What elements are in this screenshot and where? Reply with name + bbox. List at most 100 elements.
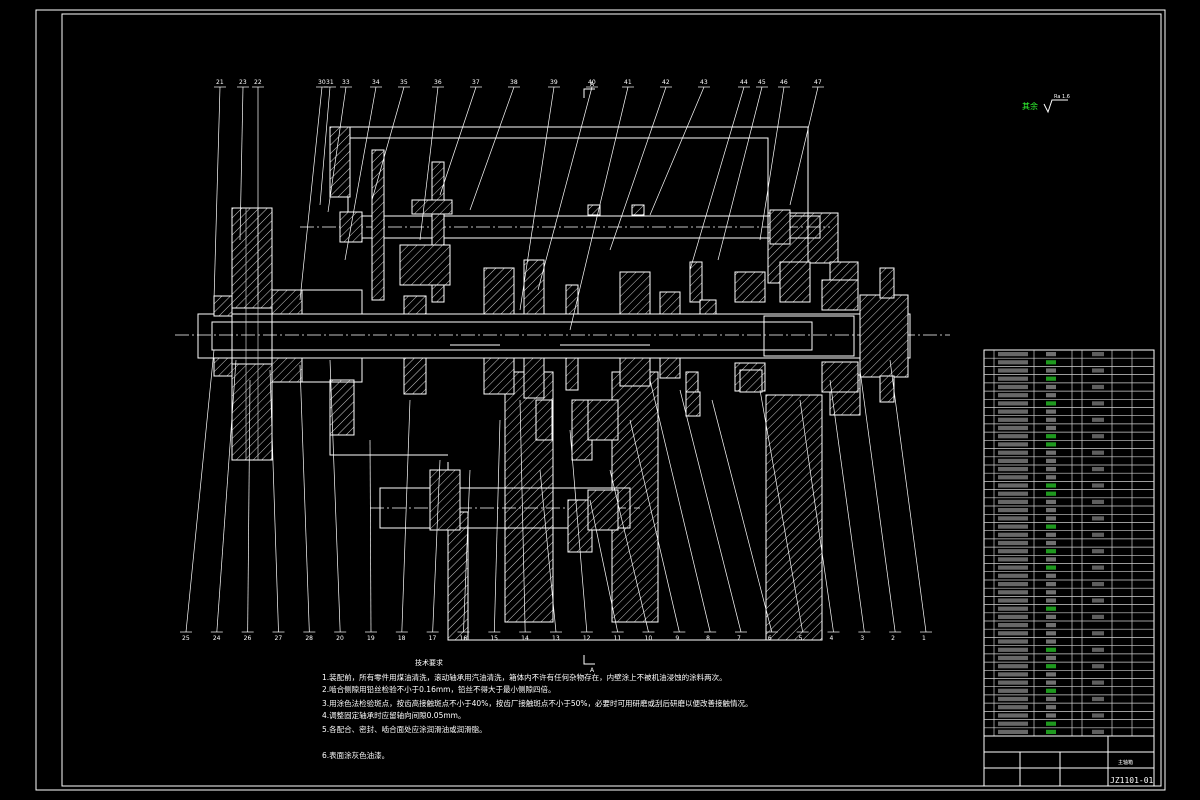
parts-list-cell-mark xyxy=(998,623,1028,628)
section-marks: A A xyxy=(583,81,595,674)
balloon-leader xyxy=(799,399,834,633)
parts-list-cell-mark xyxy=(1092,614,1104,619)
upper-shaft xyxy=(300,149,830,303)
parts-list-cell-mark xyxy=(998,352,1028,357)
parts-list-cell-mark xyxy=(1046,713,1056,718)
balloon-leader xyxy=(329,359,341,633)
parts-list-cell-mark xyxy=(1046,376,1056,381)
balloon-leader xyxy=(344,86,377,261)
balloon-bottom-26: 26 xyxy=(244,635,252,642)
parts-list-cell-mark xyxy=(998,647,1028,652)
parts-list-cell-mark xyxy=(998,425,1028,431)
parts-list-cell-mark xyxy=(998,491,1028,496)
parts-list-cell-mark xyxy=(998,606,1028,611)
balloon-leader xyxy=(519,399,526,633)
parts-list-cell-mark xyxy=(998,483,1028,488)
balloon-bottom-15: 15 xyxy=(490,635,498,642)
parts-list-cell-mark xyxy=(1046,491,1056,496)
balloon-leader xyxy=(889,359,927,633)
tech-requirement-item: 2.啮合侧隙用铅丝检验不小于0.16mm，铅丝不得大于最小侧隙四倍。 xyxy=(322,684,555,694)
parts-list-cell-mark xyxy=(1046,623,1056,628)
parts-list-cell-mark xyxy=(998,401,1028,406)
balloon-leader xyxy=(537,86,593,291)
balloon-top-35: 35 xyxy=(400,79,408,86)
parts-list-cell-mark xyxy=(998,696,1028,702)
parts-list-cell-mark xyxy=(998,360,1028,365)
parts-list-cell-mark xyxy=(998,598,1028,603)
parts-list-cell-mark xyxy=(998,516,1028,521)
balloon-top-43: 43 xyxy=(700,79,708,86)
parts-list-cell-mark xyxy=(1092,499,1104,504)
balloon-bottom-18: 18 xyxy=(398,635,406,642)
parts-list-cell-mark xyxy=(1046,664,1056,669)
balloon-bottom-20: 20 xyxy=(336,635,344,642)
balloon-top-38: 38 xyxy=(510,79,518,86)
balloon-top-22: 22 xyxy=(254,79,262,86)
parts-list-cell-mark xyxy=(1046,508,1056,513)
parts-list-cell-mark xyxy=(998,458,1028,463)
balloon-top-21: 21 xyxy=(216,79,224,86)
parts-list-cell-mark xyxy=(1046,409,1056,414)
balloon-leader xyxy=(711,399,773,633)
parts-list-cell-mark xyxy=(998,450,1028,455)
balloon-leader xyxy=(439,86,477,196)
parts-list-cell-mark xyxy=(998,614,1028,619)
parts-list-cell-mark xyxy=(998,705,1028,710)
parts-list-cell-mark xyxy=(998,393,1028,398)
parts-list-cell-mark xyxy=(998,713,1028,718)
balloon-leader xyxy=(629,419,680,633)
tech-requirement-item: 3.用涂色法检验斑点，按齿高接触斑点不小于40%，按齿厂接触斑点不小于50%，必… xyxy=(322,698,753,708)
parts-list-cell-mark xyxy=(998,729,1028,734)
parts-list-cell-mark xyxy=(1046,614,1056,619)
balloon-bottom-17: 17 xyxy=(429,635,437,642)
parts-list-cell-mark xyxy=(1046,729,1056,734)
balloon-leader xyxy=(717,86,763,261)
parts-list-cell-mark xyxy=(1092,401,1104,406)
parts-list-cell-mark xyxy=(1046,549,1056,554)
balloon-top-31: 31 xyxy=(326,79,334,86)
parts-list-cell-mark xyxy=(1092,713,1104,718)
balloon-bottom-2: 2 xyxy=(891,635,895,642)
balloon-leader xyxy=(369,439,372,633)
balloon-bottom-14: 14 xyxy=(521,635,529,642)
parts-list-cell-mark xyxy=(998,631,1028,636)
parts-list-cell-mark xyxy=(1092,696,1104,702)
balloon-leader xyxy=(649,86,705,216)
balloon-leader xyxy=(539,469,557,633)
balloon-bottom-11: 11 xyxy=(614,635,622,642)
parts-list-cell-mark xyxy=(1046,647,1056,652)
parts-list-cell-mark xyxy=(1092,729,1104,734)
parts-list-cell-mark xyxy=(1046,598,1056,603)
parts-list-cell-mark xyxy=(998,532,1028,537)
parts-list-cell-mark xyxy=(998,573,1028,578)
balloon-top-36: 36 xyxy=(434,79,442,86)
balloon-leader xyxy=(419,86,439,241)
parts-list-cell-mark xyxy=(1046,450,1056,455)
parts-list-cell-mark xyxy=(1046,524,1056,529)
balloon-leader xyxy=(609,86,667,251)
parts-list-cell-mark xyxy=(998,384,1028,390)
parts-list-cell-mark xyxy=(1092,565,1104,570)
parts-list-cell-mark xyxy=(1046,499,1056,504)
parts-list-cell-mark xyxy=(1046,582,1056,587)
tech-requirement-item: 5.各配合、密封、啮合面处应涂润滑油或润滑脂。 xyxy=(322,724,487,734)
parts-list-cell-mark xyxy=(998,688,1028,693)
balloon-top-34: 34 xyxy=(372,79,380,86)
parts-list-cell-mark xyxy=(1092,532,1104,537)
parts-list-cell-mark xyxy=(1046,672,1056,677)
parts-list-cell-mark xyxy=(1046,393,1056,398)
parts-list-cell-mark xyxy=(1046,360,1056,365)
parts-list-cell-mark xyxy=(1046,434,1056,439)
surface-finish-label: 其余 xyxy=(1022,101,1038,111)
parts-list-cell-mark xyxy=(998,664,1028,669)
balloon-bottom-4: 4 xyxy=(830,635,834,642)
balloon-bottom-3: 3 xyxy=(860,635,864,642)
balloon-bottom-13: 13 xyxy=(552,635,560,642)
balloon-leader xyxy=(463,469,471,633)
balloon-bottom-16: 16 xyxy=(460,635,468,642)
parts-list-table xyxy=(983,349,1155,737)
balloon-bottom-27: 27 xyxy=(275,635,283,642)
parts-list-cell-mark xyxy=(998,549,1028,554)
parts-list-cell-mark xyxy=(1046,467,1056,472)
